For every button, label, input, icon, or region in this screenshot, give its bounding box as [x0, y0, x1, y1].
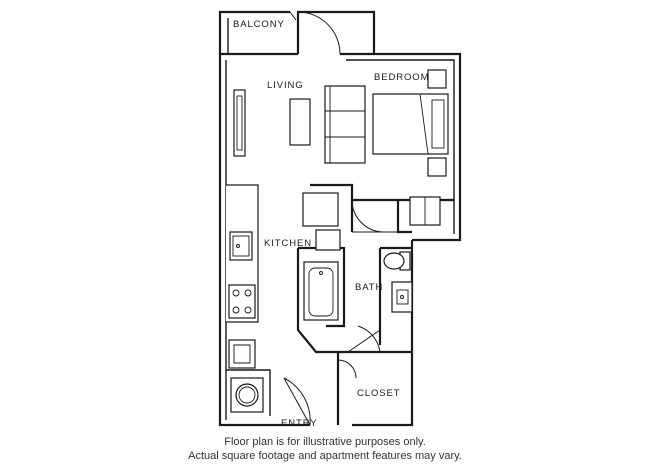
bath-vanity — [391, 281, 413, 313]
balcony-door — [297, 11, 341, 55]
disclaimer-line-2: Actual square footage and apartment feat… — [188, 450, 462, 462]
label-living: LIVING — [267, 80, 304, 91]
sofa — [324, 85, 366, 164]
label-kitchen: KITCHEN — [264, 238, 312, 249]
stove — [228, 284, 256, 319]
nightstand-top — [427, 69, 447, 89]
tv-console — [233, 89, 246, 157]
refrigerator — [228, 339, 256, 369]
label-bedroom: BEDROOM — [374, 72, 429, 83]
closet-door — [337, 359, 357, 379]
bathtub — [303, 261, 339, 321]
nightstand-bottom — [427, 157, 447, 177]
label-closet: CLOSET — [357, 388, 400, 399]
kitchen-cabinet-lower — [315, 229, 341, 251]
bedroom-door — [351, 199, 398, 233]
toilet — [383, 251, 411, 271]
label-bath: BATH — [355, 282, 383, 293]
kitchen-sink — [229, 231, 253, 261]
kitchen-cabinet-upper — [302, 192, 339, 227]
disclaimer-line-1: Floor plan is for illustrative purposes … — [224, 436, 426, 448]
entry-door — [283, 377, 311, 426]
entry-washer — [230, 377, 264, 413]
label-entry: ENTRY — [281, 418, 318, 429]
coffee-table — [289, 98, 311, 146]
washer-dryer — [409, 196, 441, 226]
bed — [372, 93, 449, 155]
bath-door — [347, 325, 381, 353]
label-balcony: BALCONY — [233, 19, 285, 30]
entry-closet — [226, 369, 271, 416]
